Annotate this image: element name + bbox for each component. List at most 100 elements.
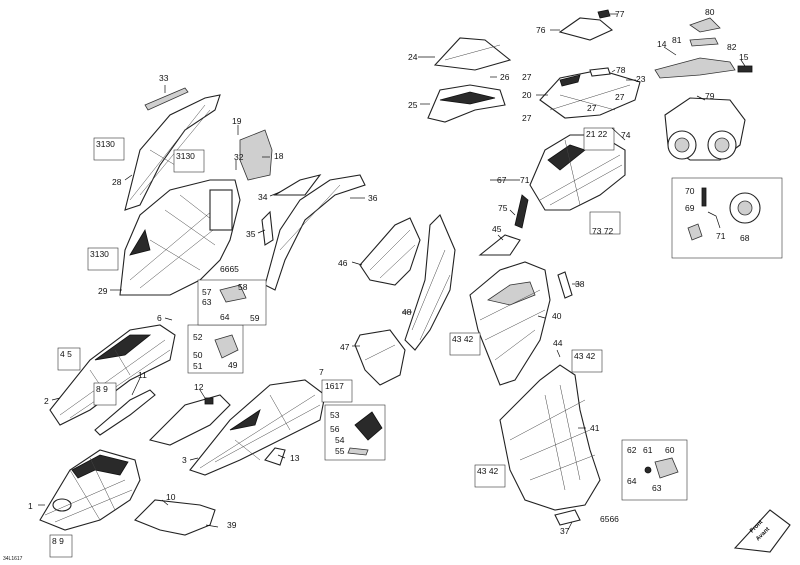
part-14[interactable] <box>654 57 736 79</box>
part-38[interactable] <box>557 271 573 299</box>
callout-46: 46 <box>338 258 348 268</box>
callout-63a: 63 <box>202 297 212 307</box>
part-78[interactable] <box>589 67 611 77</box>
part-24[interactable] <box>433 37 512 71</box>
instrument-assembly[interactable] <box>539 69 641 119</box>
callout-49: 49 <box>228 360 238 370</box>
callout-19: 19 <box>232 116 242 126</box>
callout-62: 62 <box>627 445 637 455</box>
callout-50: 50 <box>193 350 203 360</box>
callout-52: 52 <box>193 332 203 342</box>
callout-2: 2 <box>44 396 49 406</box>
part-2[interactable] <box>49 324 176 426</box>
detail-box-53-56 <box>324 404 386 461</box>
part-37[interactable] <box>554 509 581 526</box>
callout-10: 10 <box>166 492 176 502</box>
callout-33: 33 <box>159 73 169 83</box>
callout-47: 47 <box>340 342 350 352</box>
callout-60: 60 <box>665 445 675 455</box>
callout-82: 82 <box>727 42 737 52</box>
callout-39: 39 <box>227 520 237 530</box>
callout-7: 7 <box>319 367 324 377</box>
part-77[interactable] <box>597 9 611 19</box>
callout-13: 13 <box>290 453 300 463</box>
callout-27a: 27 <box>522 72 532 82</box>
callout-20: 20 <box>522 90 532 100</box>
detail-box-60-64 <box>621 439 688 501</box>
leader-lines <box>38 13 746 531</box>
callout-78: 78 <box>616 65 626 75</box>
callout-4342c: 43 42 <box>477 466 499 476</box>
callout-28: 28 <box>112 177 122 187</box>
part-34[interactable] <box>273 174 322 196</box>
callout-6566: 6566 <box>600 514 619 524</box>
callout-69: 69 <box>685 203 695 213</box>
part-33[interactable] <box>144 87 189 111</box>
part-13[interactable] <box>264 447 286 466</box>
part-47[interactable] <box>354 329 406 386</box>
part-35[interactable] <box>261 210 274 246</box>
part-36[interactable] <box>264 174 366 291</box>
callout-76: 76 <box>536 25 546 35</box>
callout-18: 18 <box>274 151 284 161</box>
callout-81: 81 <box>672 35 682 45</box>
callout-71b: 71 <box>716 231 726 241</box>
callout-48: 48 <box>402 307 412 317</box>
callout-89a: 8 9 <box>96 384 108 394</box>
callout-labels: 1 2 3 6 7 10 11 12 13 14 15 18 19 20 23 … <box>28 7 750 546</box>
callout-40: 40 <box>552 311 562 321</box>
part-1[interactable] <box>39 449 141 531</box>
detail-box-49-52 <box>187 324 244 374</box>
callout-54: 54 <box>335 435 345 445</box>
part-76[interactable] <box>558 17 614 41</box>
part-25[interactable] <box>427 84 506 123</box>
callout-70: 70 <box>685 186 695 196</box>
part-45[interactable] <box>478 234 521 256</box>
callout-6: 6 <box>157 313 162 323</box>
part-79[interactable] <box>664 97 746 161</box>
callout-44: 44 <box>553 338 563 348</box>
callout-1: 1 <box>28 501 33 511</box>
part-29[interactable] <box>119 179 241 296</box>
part-18[interactable] <box>239 129 273 181</box>
part-41[interactable] <box>499 364 601 511</box>
part-15[interactable] <box>737 65 753 73</box>
callout-64a: 64 <box>220 312 230 322</box>
part-12[interactable] <box>148 394 231 446</box>
part-40[interactable] <box>469 261 551 386</box>
detail-box-68-71 <box>671 177 783 259</box>
part-80[interactable] <box>689 17 721 33</box>
part-11[interactable] <box>94 389 156 436</box>
callout-75: 75 <box>498 203 508 213</box>
callout-41: 41 <box>590 423 600 433</box>
callout-27d: 27 <box>615 92 625 102</box>
callout-45: 45 <box>492 224 502 234</box>
part-46[interactable] <box>359 217 421 286</box>
part-3[interactable] <box>189 379 326 476</box>
part-48[interactable] <box>404 214 456 351</box>
callout-53: 53 <box>330 410 340 420</box>
callout-27c: 27 <box>587 103 597 113</box>
callout-63b: 63 <box>652 483 662 493</box>
callout-67: 67 <box>497 175 507 185</box>
part-10[interactable] <box>134 499 216 536</box>
callout-3130b: 3130 <box>176 151 195 161</box>
part-75[interactable] <box>514 194 529 229</box>
callout-74: 74 <box>621 130 631 140</box>
callout-29: 29 <box>98 286 108 296</box>
part-81[interactable] <box>689 37 719 47</box>
callout-80: 80 <box>705 7 715 17</box>
callout-36: 36 <box>368 193 378 203</box>
callout-61: 61 <box>643 445 653 455</box>
callout-77: 77 <box>615 9 625 19</box>
callout-32: 32 <box>234 152 244 162</box>
callout-37: 37 <box>560 526 570 536</box>
callout-38: 38 <box>575 279 585 289</box>
callout-24: 24 <box>408 52 418 62</box>
callout-4342b: 43 42 <box>574 351 596 361</box>
callout-12: 12 <box>194 382 204 392</box>
callout-27b: 27 <box>522 113 532 123</box>
callout-3: 3 <box>182 455 187 465</box>
figure-reference-code: 34L1617 <box>3 556 23 562</box>
